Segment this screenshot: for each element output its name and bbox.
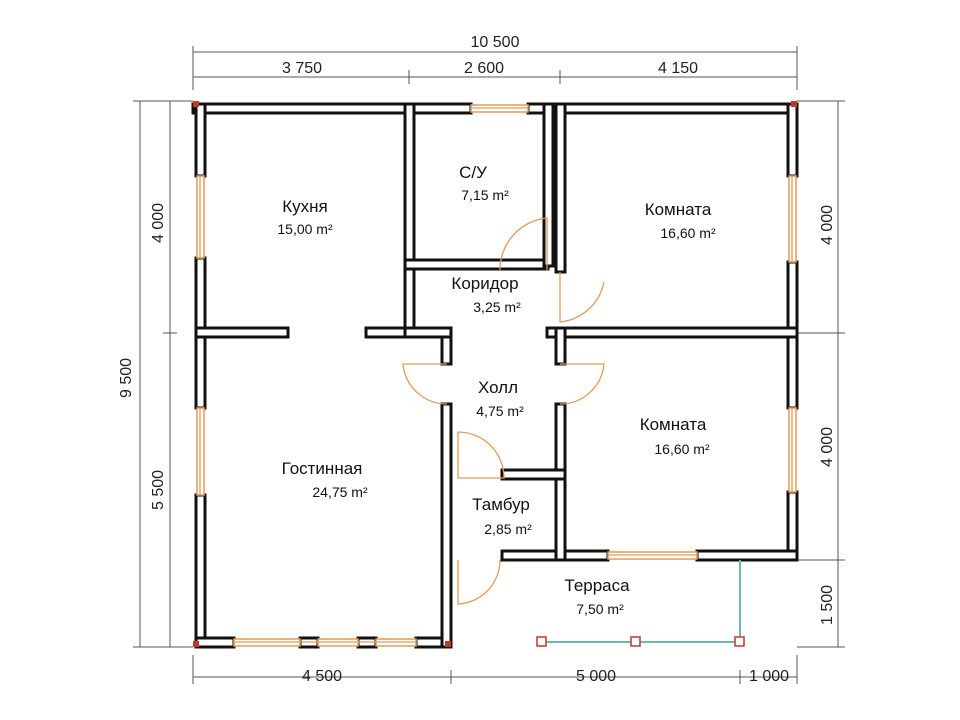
terrace-post <box>734 636 745 647</box>
room-name-kitchen: Кухня <box>282 197 328 216</box>
exterior-walls <box>191 102 799 649</box>
room-name-terrace: Терраса <box>564 576 630 595</box>
dim-top-right: 4 150 <box>658 60 698 77</box>
dimension-lines <box>133 46 845 684</box>
dim-bottom-mid: 5 000 <box>576 668 616 685</box>
interior-walls <box>194 102 799 562</box>
room-name-bathroom: С/У <box>459 163 487 182</box>
dim-top-mid: 2 600 <box>464 60 504 77</box>
corner-marks <box>193 101 797 647</box>
windows <box>196 104 797 647</box>
room-area-bathroom: 7,15 m² <box>461 187 509 203</box>
dim-left-total: 9 500 <box>118 358 135 398</box>
room-area-vestibule: 2,85 m² <box>484 521 532 537</box>
dim-right-top: 4 000 <box>819 205 836 245</box>
terrace-post <box>536 636 547 647</box>
room-name-living: Гостинная <box>282 459 363 478</box>
room-name-corridor: Коридор <box>451 274 518 293</box>
room-name-room-top: Комната <box>645 200 712 219</box>
room-area-living: 24,75 m² <box>312 484 368 500</box>
dim-right-bottom: 1 500 <box>819 585 836 625</box>
terrace-post <box>630 636 641 647</box>
dim-bottom-left: 4 500 <box>302 668 342 685</box>
terrace-railing <box>536 560 745 647</box>
room-area-corridor: 3,25 m² <box>473 299 521 315</box>
dim-left-bottom: 5 500 <box>150 470 167 510</box>
room-area-terrace: 7,50 m² <box>576 601 624 617</box>
room-area-room-bottom: 16,60 m² <box>654 441 710 457</box>
room-name-vestibule: Тамбур <box>472 495 530 514</box>
room-name-hall: Холл <box>478 378 518 397</box>
dim-left-top: 4 000 <box>150 203 167 243</box>
room-name-room-bottom: Комната <box>640 415 707 434</box>
dim-bottom-right: 1 000 <box>749 668 789 685</box>
room-area-kitchen: 15,00 m² <box>277 221 333 237</box>
dim-top-left: 3 750 <box>282 60 322 77</box>
dim-right-mid: 4 000 <box>819 427 836 467</box>
dim-top-total: 10 500 <box>471 34 520 51</box>
door-swings <box>402 217 605 605</box>
room-area-hall: 4,75 m² <box>476 403 524 419</box>
room-area-room-top: 16,60 m² <box>660 225 716 241</box>
